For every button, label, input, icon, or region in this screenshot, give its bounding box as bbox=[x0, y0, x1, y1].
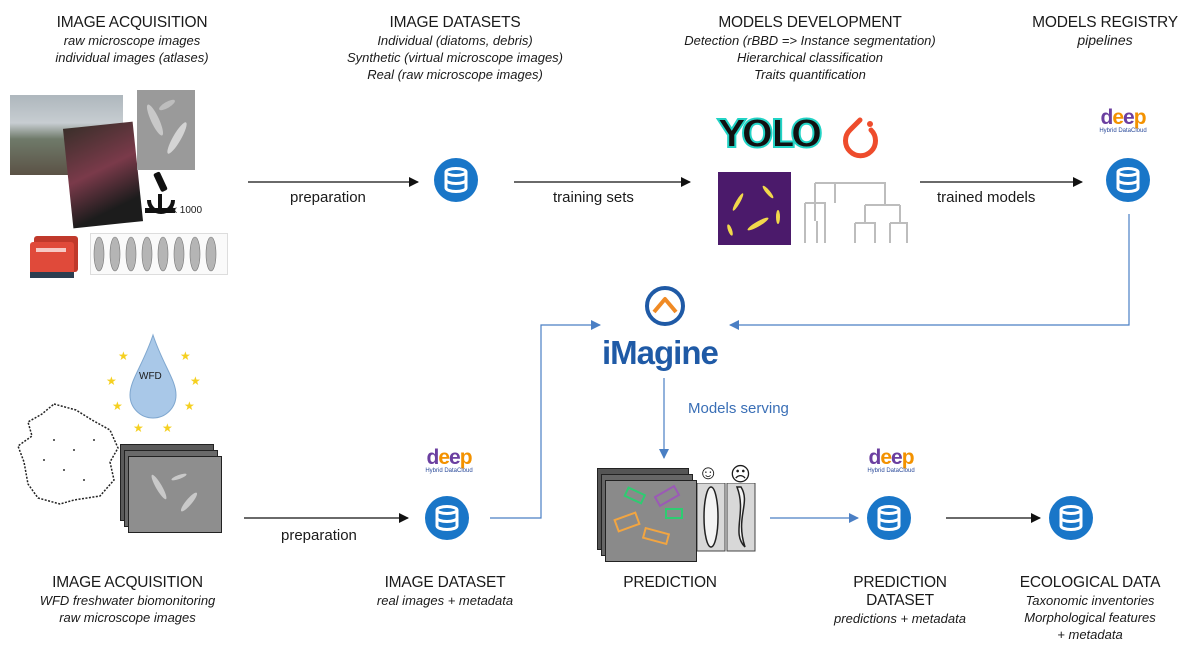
heading-line: raw microscope images bbox=[59, 610, 196, 625]
svg-text:★: ★ bbox=[162, 421, 173, 435]
heading-line: individual images (atlases) bbox=[55, 50, 209, 65]
heading-title: IMAGE DATASET bbox=[384, 574, 506, 591]
top-datasets-heading: IMAGE DATASETS Individual (diatoms, debr… bbox=[330, 14, 580, 83]
heading-line: raw microscope images bbox=[63, 33, 201, 48]
heading-title: IMAGE ACQUISITION bbox=[56, 14, 208, 31]
imagine-logo-text: iMagine bbox=[602, 334, 719, 371]
micrograph-stack bbox=[120, 444, 222, 544]
svg-text:★: ★ bbox=[106, 374, 117, 388]
label-preparation-bottom: preparation bbox=[281, 527, 357, 544]
heading-subtitle: pipelines bbox=[1077, 32, 1133, 48]
france-map-icon bbox=[17, 403, 119, 505]
heading-title: IMAGE ACQUISITION bbox=[52, 574, 203, 591]
segmentation-mask-image bbox=[718, 172, 791, 245]
heading-title: DATASET bbox=[866, 592, 934, 609]
wfd-drop-icon: ★★★ ★★★ ★★ bbox=[106, 333, 201, 435]
svg-text:★: ★ bbox=[180, 349, 191, 363]
svg-text:★: ★ bbox=[190, 374, 201, 388]
heading-line: + metadata bbox=[1057, 627, 1123, 642]
diatom-micrograph bbox=[137, 90, 195, 170]
heading-title: MODELS REGISTRY bbox=[1032, 14, 1178, 31]
microscope-icon bbox=[145, 171, 175, 214]
label-models-serving: Models serving bbox=[688, 400, 789, 417]
image-dataset-database-icon bbox=[425, 496, 469, 540]
diatom-comparison-image bbox=[697, 483, 756, 552]
svg-text:★: ★ bbox=[112, 399, 123, 413]
label-training-sets: training sets bbox=[553, 189, 634, 206]
svg-text:★: ★ bbox=[184, 399, 195, 413]
heading-line: Synthetic (virtual microscope images) bbox=[346, 50, 564, 65]
prediction-dataset-heading: PREDICTION DATASET predictions + metadat… bbox=[805, 574, 995, 627]
imagine-logo-icon bbox=[645, 286, 685, 326]
heading-line: Real (raw microscope images) bbox=[367, 67, 543, 82]
happy-face-icon: ☺ bbox=[698, 462, 719, 484]
bottom-acquisition-heading: IMAGE ACQUISITION WFD freshwater biomoni… bbox=[15, 574, 240, 626]
microscope-zoom: x 1000 bbox=[172, 205, 203, 216]
heading-title: MODELS DEVELOPMENT bbox=[718, 14, 902, 31]
image-datasets-database-icon bbox=[434, 158, 478, 202]
image-dataset-heading: IMAGE DATASET real images + metadata bbox=[365, 574, 525, 609]
heading-title: PREDICTION bbox=[623, 574, 717, 591]
label-trained-models: trained models bbox=[937, 189, 1036, 206]
svg-text:★: ★ bbox=[133, 421, 144, 435]
sampling-photo bbox=[62, 121, 144, 229]
heading-line: Individual (diatoms, debris) bbox=[377, 33, 533, 48]
atlas-plate-image bbox=[90, 233, 228, 275]
heading-line: Traits quantification bbox=[754, 67, 866, 82]
prediction-dataset-database-icon bbox=[867, 496, 911, 540]
models-registry-heading: MODELS REGISTRY pipelines bbox=[1030, 14, 1180, 49]
pytorch-logo-icon bbox=[843, 117, 878, 159]
ecological-data-database-icon bbox=[1049, 496, 1093, 540]
heading-title: IMAGE DATASETS bbox=[389, 14, 521, 31]
heading-subtitle: predictions + metadata bbox=[834, 611, 966, 626]
deep-logo-subtitle: Hybrid DataCloud bbox=[425, 468, 473, 474]
prediction-heading: PREDICTION bbox=[605, 574, 735, 592]
deep-logo-registry: deep Hybrid DataCloud bbox=[1078, 107, 1168, 135]
dendrogram-icon bbox=[804, 182, 908, 243]
heading-line: Hierarchical classification bbox=[737, 50, 883, 65]
arrow-dataset-to-imagine bbox=[490, 320, 601, 519]
prediction-image-stack bbox=[597, 468, 697, 563]
heading-title: PREDICTION bbox=[853, 574, 947, 591]
ecological-data-heading: ECOLOGICAL DATA Taxonomic inventories Mo… bbox=[1000, 574, 1180, 643]
yolo-logo: YOLO bbox=[717, 111, 824, 157]
deep-logo-subtitle: Hybrid DataCloud bbox=[867, 468, 915, 474]
heading-line: Morphological features bbox=[1024, 610, 1156, 625]
arrow-registry-to-imagine bbox=[729, 214, 1130, 330]
deep-logo-prediction: deep Hybrid DataCloud bbox=[848, 447, 934, 475]
models-registry-database-icon bbox=[1106, 158, 1150, 202]
deep-logo-subtitle: Hybrid DataCloud bbox=[1099, 128, 1147, 134]
top-acquisition-heading: IMAGE ACQUISITION raw microscope images … bbox=[22, 14, 242, 66]
atlas-books-icon bbox=[30, 236, 78, 278]
heading-line: Detection (rBBD => Instance segmentation… bbox=[684, 33, 936, 48]
heading-subtitle: real images + metadata bbox=[376, 593, 514, 608]
deep-logo-dataset: deep Hybrid DataCloud bbox=[406, 447, 492, 475]
heading-line: Taxonomic inventories bbox=[1025, 593, 1155, 608]
heading-line: WFD freshwater biomonitoring bbox=[39, 593, 216, 608]
svg-text:★: ★ bbox=[118, 349, 129, 363]
heading-title: ECOLOGICAL DATA bbox=[1019, 574, 1161, 591]
sad-face-icon: ☹ bbox=[730, 464, 751, 486]
models-development-heading: MODELS DEVELOPMENT Detection (rBBD => In… bbox=[655, 14, 965, 83]
wfd-label: WFD bbox=[139, 371, 162, 382]
label-preparation-top: preparation bbox=[290, 189, 366, 206]
